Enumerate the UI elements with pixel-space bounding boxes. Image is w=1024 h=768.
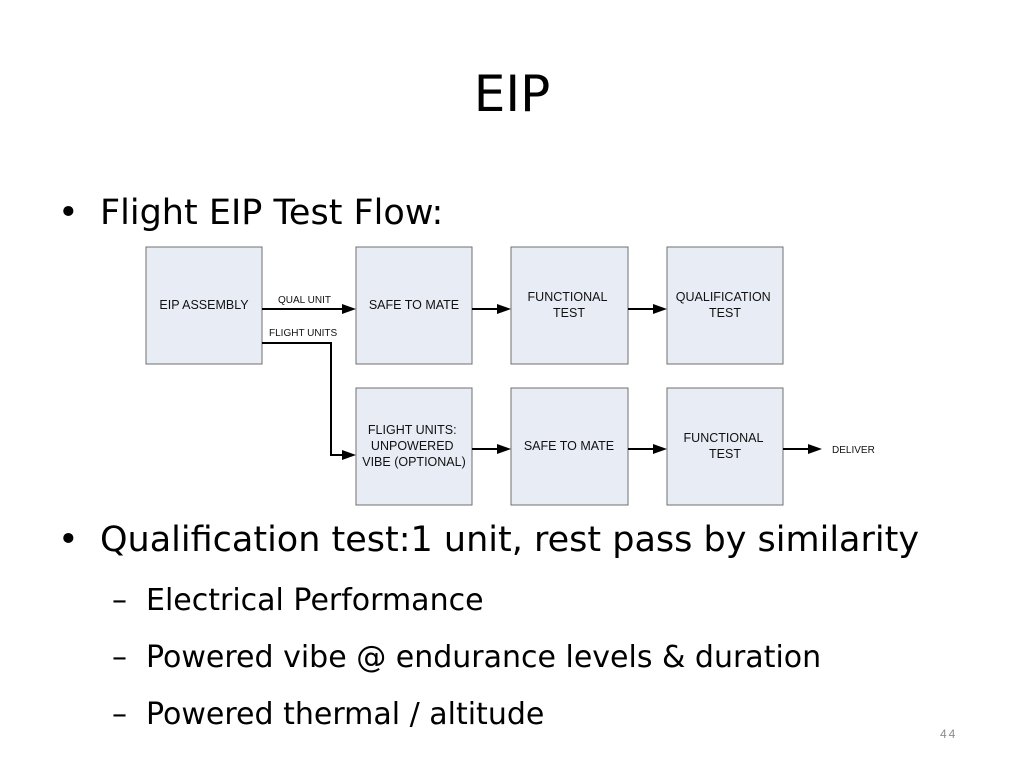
svg-text:SAFE TO MATE: SAFE TO MATE — [369, 298, 459, 312]
bullet-text: Flight EIP Test Flow: — [100, 193, 444, 233]
bullet-marker: • — [58, 520, 79, 560]
arrow-deliver — [783, 444, 822, 454]
sub-bullet-text: Powered thermal / altitude — [146, 697, 545, 732]
box-line: TEST — [553, 306, 585, 320]
box-line: TEST — [709, 306, 741, 320]
bullet-text: Qualification test:1 unit, rest pass by … — [100, 520, 920, 560]
edge-label-deliver: DELIVER — [832, 445, 875, 456]
box-safe-to-mate-flight: SAFE TO MATE — [510, 387, 629, 506]
sub-bullet-text: Powered vibe @ endurance levels & durati… — [146, 640, 822, 675]
edge-label-flight-units: FLIGHT UNITS — [269, 328, 337, 339]
bullet-marker: • — [58, 193, 79, 233]
sub-bullet-item: –Powered thermal / altitude — [112, 696, 544, 734]
arrow-functional-to-qualification — [628, 304, 667, 314]
arrow-vibe-to-safe — [472, 444, 511, 454]
box-flight-units-vibe: FLIGHT UNITS: UNPOWERED VIBE (OPTIONAL) — [355, 387, 473, 506]
svg-text:FUNCTIONAL TEST: FUNCTIONAL TEST — [684, 431, 767, 461]
box-qualification-test: QUALIFICATION TEST — [666, 246, 784, 365]
arrow-safe-to-functional-qual — [472, 304, 511, 314]
box-line: UNPOWERED — [371, 439, 454, 453]
svg-text:EIP ASSEMBLY: EIP ASSEMBLY — [159, 298, 249, 312]
box-line: VIBE (OPTIONAL) — [362, 455, 466, 469]
edge-label-qual-unit: QUAL UNIT — [278, 295, 331, 306]
dash-marker: – — [112, 697, 127, 732]
svg-text:FUNCTIONAL TEST: FUNCTIONAL TEST — [528, 290, 611, 320]
bullet-item: • Flight EIP Test Flow: — [58, 191, 443, 235]
box-line: FLIGHT UNITS: — [368, 423, 457, 437]
arrow-flight-units — [262, 342, 356, 460]
svg-text:QUALIFICATION TEST: QUALIFICATION TEST — [676, 290, 774, 320]
box-line: SAFE TO MATE — [369, 298, 459, 312]
box-line: FUNCTIONAL — [684, 431, 764, 445]
box-line: FUNCTIONAL — [528, 290, 608, 304]
sub-bullet-item: –Powered vibe @ endurance levels & durat… — [112, 639, 821, 677]
box-line: TEST — [709, 447, 741, 461]
slide-title: EIP — [473, 65, 551, 123]
box-eip-assembly: EIP ASSEMBLY — [145, 246, 263, 365]
box-line: QUALIFICATION — [676, 290, 771, 304]
sub-bullet-text: Electrical Performance — [146, 583, 484, 618]
arrow-safe-to-functional-flight — [628, 444, 667, 454]
bullet-item: • Qualification test:1 unit, rest pass by… — [58, 518, 919, 562]
box-line: SAFE TO MATE — [524, 439, 614, 453]
sub-bullet-item: –Electrical Performance — [112, 582, 484, 620]
dash-marker: – — [112, 640, 127, 675]
box-functional-test-qual: FUNCTIONAL TEST — [510, 246, 629, 365]
box-safe-to-mate-qual: SAFE TO MATE — [355, 246, 473, 365]
page-number: 44 — [940, 727, 958, 741]
box-functional-test-flight: FUNCTIONAL TEST — [666, 387, 784, 506]
box-line: EIP ASSEMBLY — [159, 298, 249, 312]
svg-text:FLIGHT UNITS: UNPOWERE: FLIGHT UNITS: UNPOWERED VIBE (OPTIONAL) — [362, 423, 466, 469]
dash-marker: – — [112, 583, 127, 618]
svg-text:SAFE TO MATE: SAFE TO MATE — [524, 439, 614, 453]
arrow-qual-unit — [262, 304, 356, 314]
